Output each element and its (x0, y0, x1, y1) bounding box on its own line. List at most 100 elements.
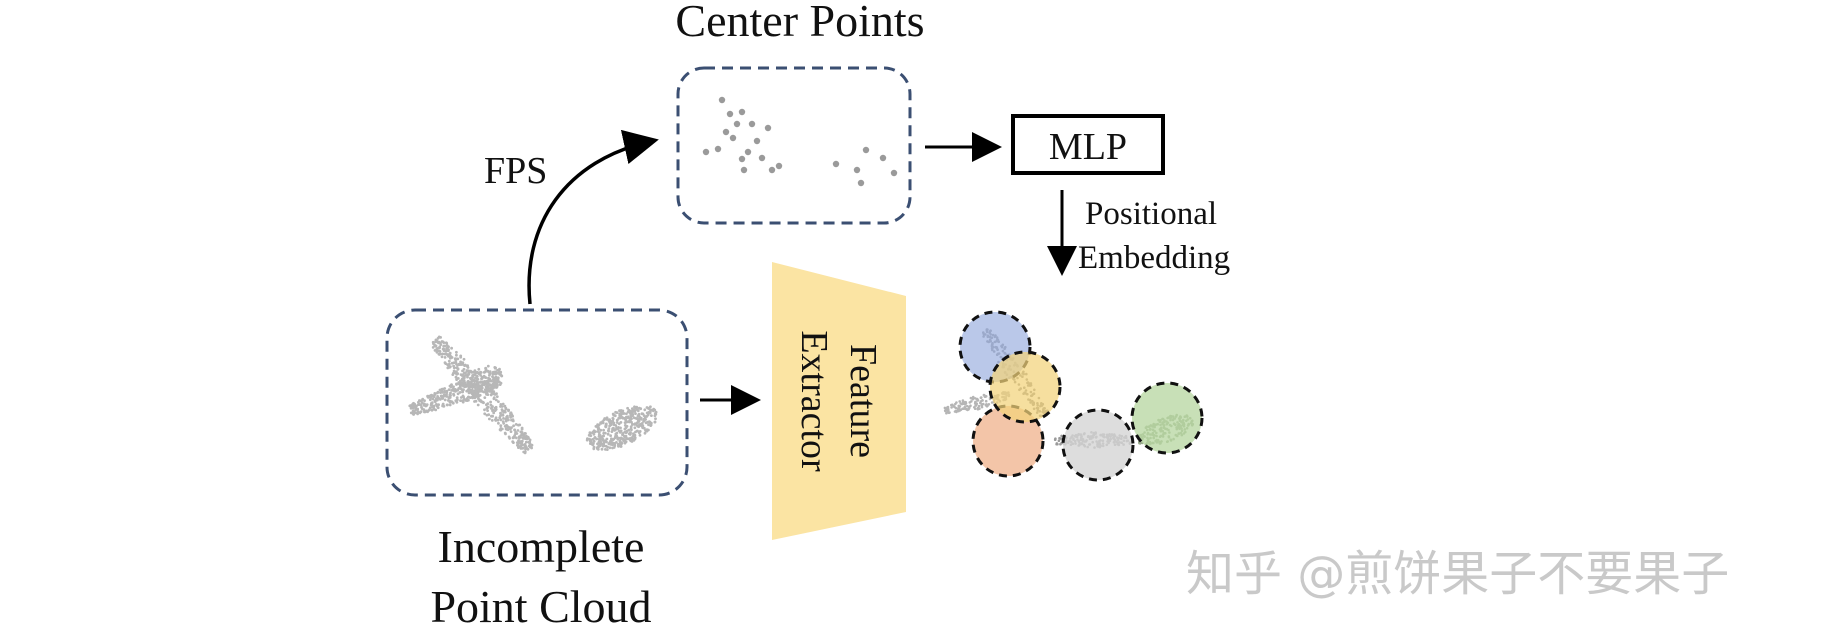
point-dot (625, 412, 628, 416)
point-dot (643, 408, 647, 412)
point-dot (433, 392, 437, 395)
point-dot (483, 408, 486, 412)
point-dot (520, 431, 524, 434)
point-dot (608, 424, 611, 428)
point-dot (438, 388, 442, 392)
point-dot (619, 429, 623, 433)
point-dot (631, 408, 635, 412)
point-dot (510, 418, 513, 422)
point-dot (525, 446, 528, 449)
point-dot (589, 434, 593, 438)
point-dot (592, 439, 596, 443)
point-dot (493, 409, 497, 412)
mlp-box (1011, 114, 1165, 175)
point-dot (615, 421, 619, 424)
point-dot (621, 437, 625, 441)
point-dot (495, 392, 498, 396)
point-dot (954, 406, 958, 410)
point-dot (486, 409, 489, 412)
point-dot (438, 353, 441, 356)
point-dot (645, 406, 649, 409)
point-dot (502, 417, 505, 420)
point-dot (500, 408, 504, 411)
point-dot (957, 406, 961, 410)
point-dot (958, 409, 962, 412)
point-dot (623, 441, 627, 445)
point-dot (436, 391, 439, 395)
point-dot (514, 423, 518, 426)
point-dot (432, 342, 435, 346)
point-dot (506, 425, 510, 429)
point-dot (520, 441, 524, 445)
point-dot (853, 166, 861, 174)
point-dot (483, 396, 487, 399)
point-dot (461, 369, 464, 373)
point-dot (449, 356, 452, 360)
point-dot (489, 403, 493, 407)
point-dot (476, 403, 480, 407)
point-dot (733, 120, 741, 128)
point-dot (611, 428, 614, 431)
point-dot (436, 347, 439, 350)
point-dot (607, 429, 610, 433)
point-dot (506, 428, 510, 432)
point-dot (411, 403, 414, 406)
point-dot (434, 339, 438, 343)
point-dot (619, 426, 622, 430)
point-dot (452, 385, 455, 389)
point-dot (775, 162, 783, 170)
point-dot (635, 408, 639, 411)
point-dot (653, 414, 657, 418)
point-dot (618, 439, 622, 443)
point-dot (614, 424, 618, 427)
point-dot (467, 383, 471, 387)
point-dot (516, 443, 519, 447)
point-dot (605, 448, 609, 451)
point-dot (465, 364, 469, 368)
point-dot (475, 374, 479, 378)
point-dot (431, 394, 435, 398)
point-dot (459, 399, 462, 402)
point-dot (440, 395, 443, 399)
point-dot (452, 389, 455, 392)
point-dot (619, 437, 622, 440)
point-dot (511, 440, 515, 444)
point-dot (978, 407, 981, 411)
point-dot (609, 434, 612, 438)
point-dot (624, 426, 628, 429)
point-dot (635, 429, 639, 433)
point-dot (445, 403, 449, 407)
point-dot (441, 404, 444, 408)
point-dot (758, 154, 766, 162)
point-dot (630, 420, 633, 424)
point-dot (502, 422, 506, 425)
point-dot (990, 401, 994, 404)
point-dot (965, 408, 969, 411)
point-dot (463, 371, 466, 375)
point-dot (455, 357, 458, 361)
point-dot (702, 148, 710, 156)
point-dot (443, 356, 447, 359)
point-dot (616, 427, 620, 430)
point-dot (517, 423, 520, 427)
point-dot (592, 447, 596, 451)
point-dot (638, 415, 641, 419)
feature-extractor-label-2: Extractor (793, 330, 835, 472)
point-dot (982, 402, 985, 406)
point-dot (445, 346, 449, 350)
point-dot (496, 371, 500, 375)
point-dot (456, 392, 460, 396)
point-dot (457, 382, 461, 386)
point-dot (768, 166, 776, 174)
point-dot (463, 376, 466, 380)
point-dot (633, 426, 637, 430)
point-dot (416, 410, 420, 414)
point-dot (623, 424, 627, 427)
point-dot (500, 427, 504, 431)
point-dot (499, 381, 503, 385)
point-dot (649, 423, 653, 427)
point-dot (466, 380, 470, 384)
point-dot (471, 376, 474, 379)
point-dot (523, 450, 527, 454)
point-dot (443, 398, 447, 402)
